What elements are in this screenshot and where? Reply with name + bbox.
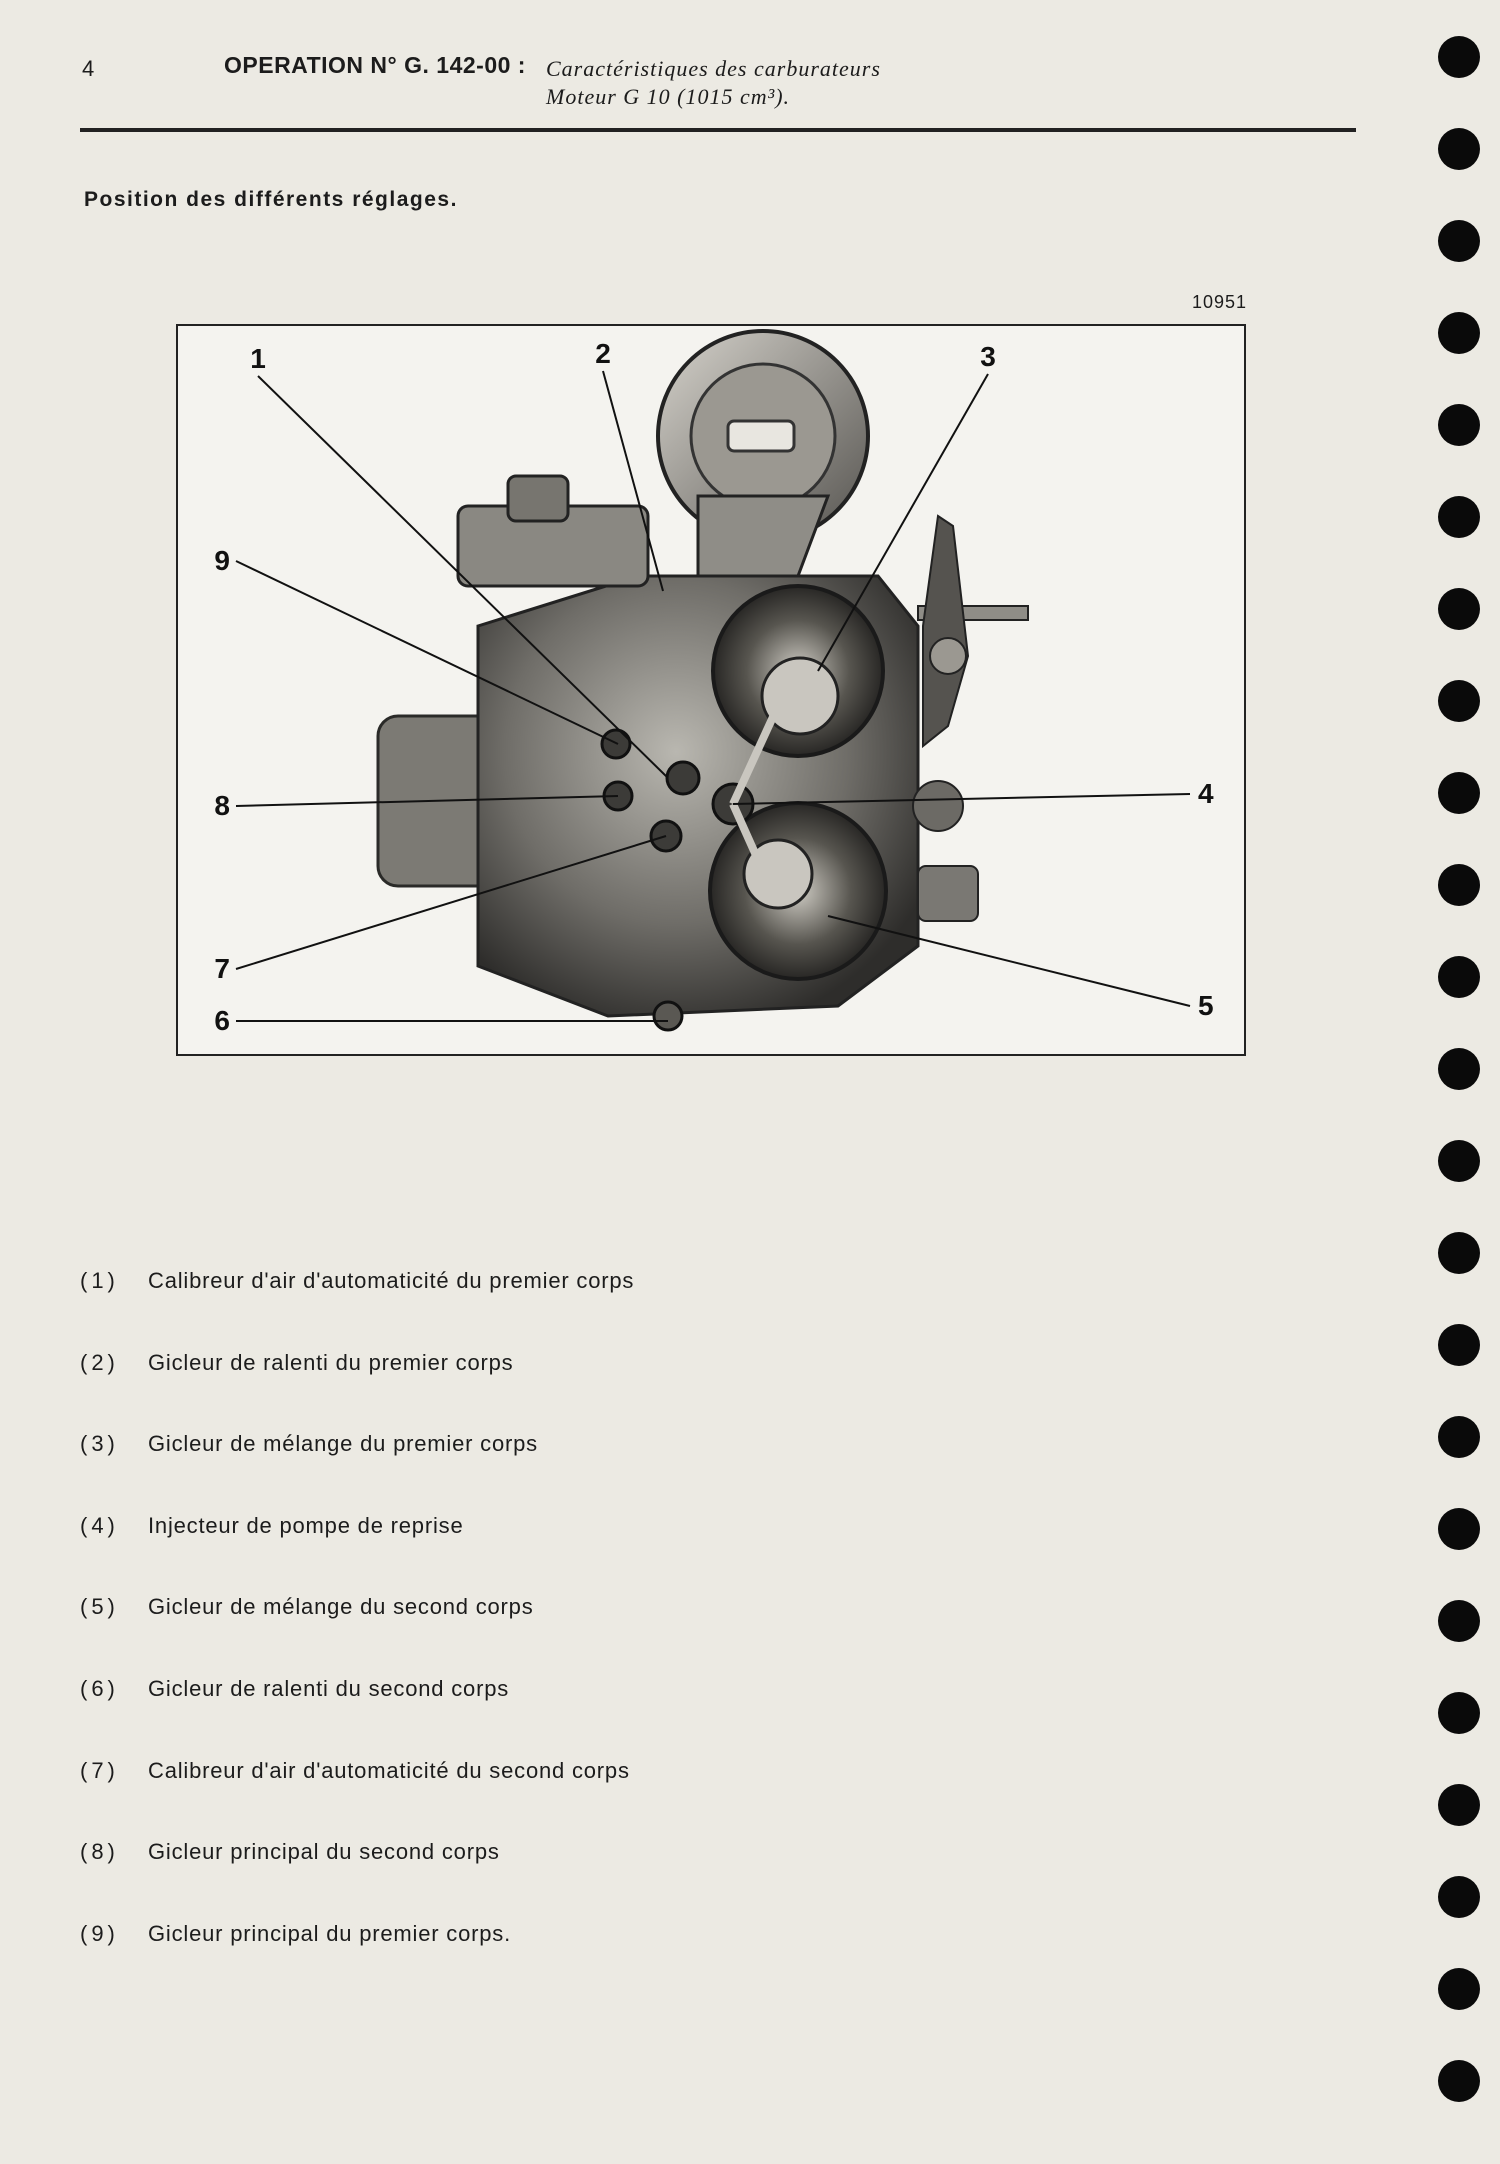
binder-hole (1438, 1876, 1480, 1918)
callout-line-5 (827, 915, 1191, 1007)
legend-text: Injecteur de pompe de reprise (148, 1512, 464, 1538)
legend-text: Gicleur de ralenti du second corps (148, 1675, 510, 1701)
callout-label-4: 4 (1198, 778, 1214, 809)
binder-hole (1438, 1968, 1480, 2010)
callout-layer: 1 2 3 4 5 6 7 8 9 (214, 338, 1214, 1036)
binder-hole (1438, 1232, 1480, 1274)
legend-item: (6) Gicleur de ralenti du second corps (80, 1676, 634, 1758)
legend-text: Gicleur de mélange du second corps (148, 1594, 534, 1620)
callout-label-6: 6 (214, 1005, 230, 1036)
binder-hole (1438, 220, 1480, 262)
callout-line-9 (235, 560, 619, 745)
binder-hole (1438, 496, 1480, 538)
binder-hole (1438, 1784, 1480, 1826)
callout-label-5: 5 (1198, 990, 1214, 1021)
legend-number: (2) (80, 1349, 119, 1375)
operation-title: OPERATION N° G. 142-00 : (224, 52, 526, 78)
legend-number: (6) (80, 1675, 119, 1701)
binder-hole (1438, 36, 1480, 78)
page-number: 4 (82, 56, 95, 81)
legend-text: Gicleur principal du second corps (148, 1839, 500, 1865)
legend-number: (4) (80, 1512, 119, 1538)
callout-line-2 (602, 370, 664, 592)
legend-number: (7) (80, 1757, 119, 1783)
callout-line-7 (235, 835, 667, 970)
top-boss (506, 474, 570, 523)
carburetor-illustration (376, 329, 1029, 1032)
binder-hole (1438, 864, 1480, 906)
binder-hole (1438, 128, 1480, 170)
legend-number: (3) (80, 1431, 119, 1457)
legend-item: (8) Gicleur principal du second corps (80, 1839, 634, 1921)
legend-item: (5) Gicleur de mélange du second corps (80, 1594, 634, 1676)
legend-text: Gicleur principal du premier corps. (148, 1920, 512, 1946)
binder-hole (1438, 1508, 1480, 1550)
binder-hole (1438, 680, 1480, 722)
callout-line-1 (257, 375, 669, 779)
operation-subtitle-1: Caractéristiques des carburateurs (546, 56, 881, 81)
binder-hole (1438, 1324, 1480, 1366)
legend-text: Calibreur d'air d'automaticité du premie… (148, 1268, 635, 1293)
binder-holes (1438, 36, 1486, 2146)
legend-item: (4) Injecteur de pompe de reprise (80, 1513, 634, 1595)
legend-text: Calibreur d'air d'automaticité du second… (148, 1757, 630, 1783)
legend-text: Gicleur de mélange du premier corps (148, 1431, 538, 1457)
operation-subtitle-2: Moteur G 10 (1015 cm³). (546, 84, 791, 109)
binder-hole (1438, 2060, 1480, 2102)
binder-hole (1438, 1140, 1480, 1182)
callout-label-2: 2 (595, 338, 611, 369)
legend-item: (9) Gicleur principal du premier corps. (80, 1921, 634, 2003)
callout-label-1: 1 (250, 343, 266, 374)
callout-label-9: 9 (214, 545, 230, 576)
callout-line-4 (732, 793, 1191, 805)
legend-item: (3) Gicleur de mélange du premier corps (80, 1431, 634, 1513)
binder-hole (1438, 1416, 1480, 1458)
binder-hole (1438, 1048, 1480, 1090)
section-title: Position des différents réglages. (84, 188, 458, 211)
binder-hole (1438, 588, 1480, 630)
legend-number: (5) (80, 1594, 119, 1620)
legend-item: (1) Calibreur d'air d'automaticité du pre… (80, 1268, 634, 1350)
callout-label-7: 7 (214, 953, 230, 984)
binder-hole (1438, 1600, 1480, 1642)
binder-hole (1438, 312, 1480, 354)
callout-label-3: 3 (980, 341, 996, 372)
binder-hole (1438, 772, 1480, 814)
binder-hole (1438, 404, 1480, 446)
legend-number: (8) (80, 1839, 119, 1865)
legend-list: (1) Calibreur d'air d'automaticité du pre… (80, 1268, 634, 2002)
callout-label-8: 8 (214, 790, 230, 821)
legend-number: (1) (80, 1268, 119, 1293)
legend-text: Gicleur de ralenti du premier corps (148, 1349, 514, 1375)
carburetor-figure: 1 2 3 4 5 6 7 8 9 (176, 324, 1246, 1056)
legend-number: (9) (80, 1920, 119, 1946)
header-rule (80, 128, 1356, 132)
binder-hole (1438, 1692, 1480, 1734)
figure-reference: 10951 (1192, 292, 1248, 312)
callout-line-3 (817, 373, 989, 672)
binder-hole (1438, 956, 1480, 998)
legend-item: (7) Calibreur d'air d'automaticité du sec… (80, 1758, 634, 1840)
legend-item: (2) Gicleur de ralenti du premier corps (80, 1350, 634, 1432)
callout-line-8 (235, 795, 619, 807)
